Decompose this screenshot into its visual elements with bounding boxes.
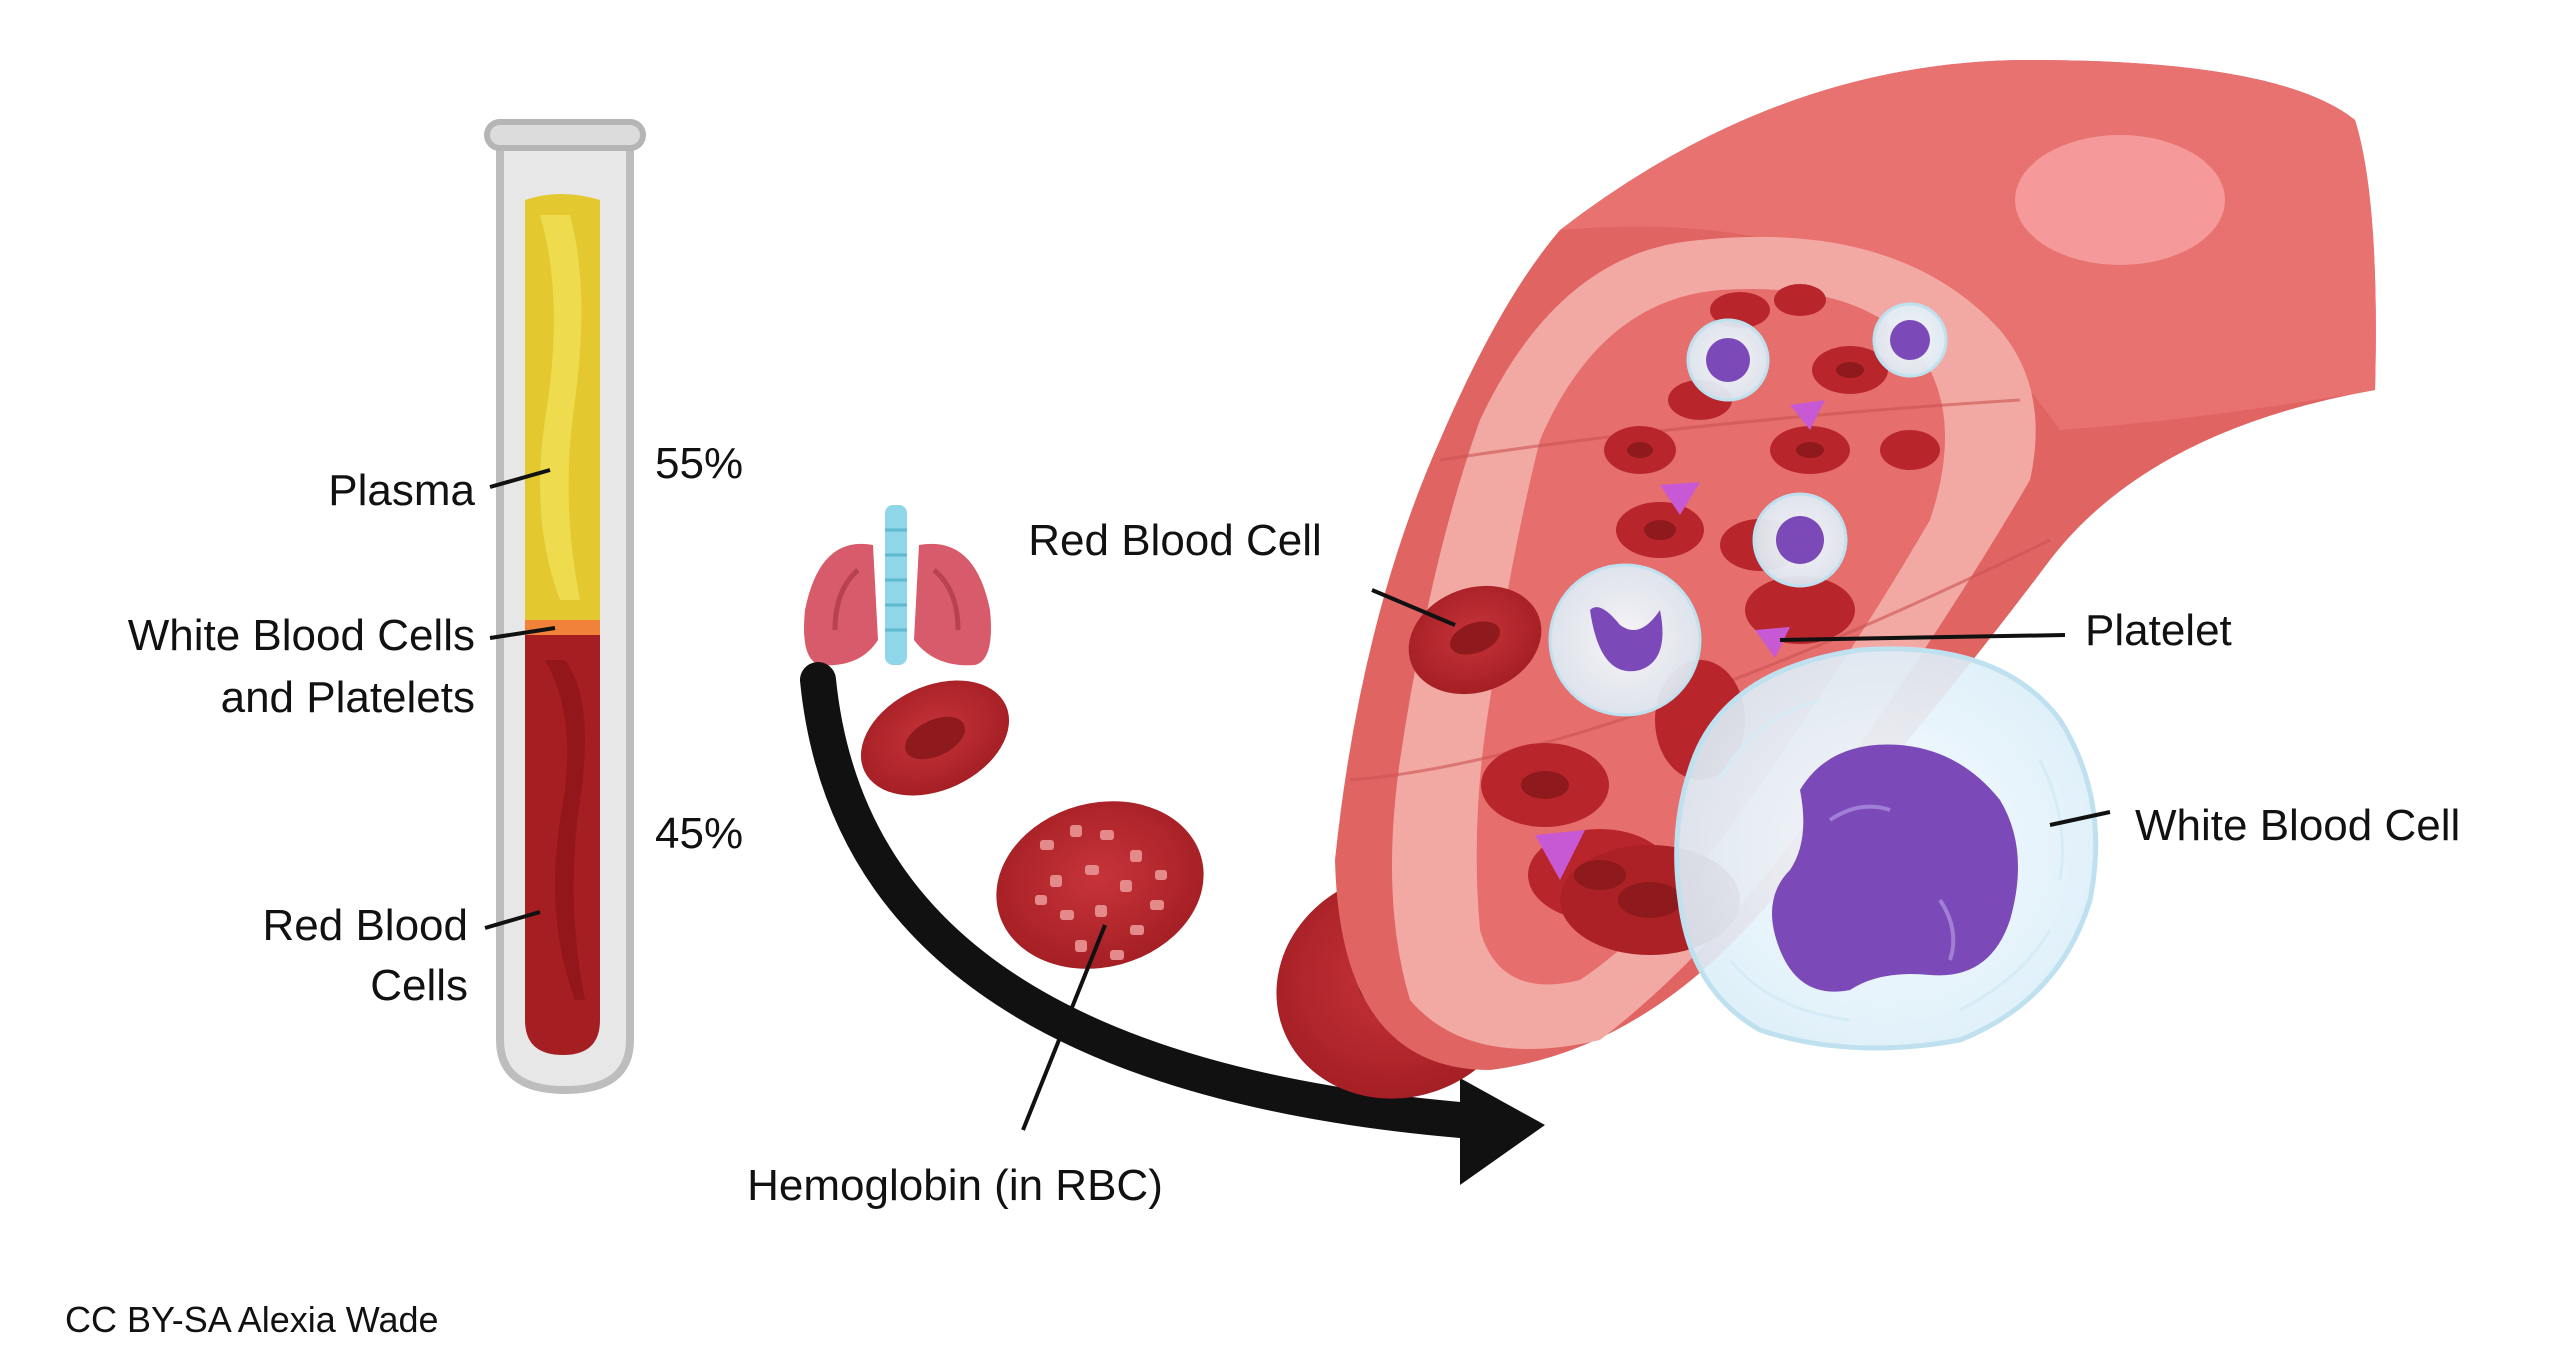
credit-text: CC BY-SA Alexia Wade — [65, 1299, 439, 1340]
hemoglobin-label: Hemoglobin (in RBC) — [747, 1161, 1163, 1210]
wbc-platelets-label-line1: White Blood Cells — [128, 611, 475, 660]
hemoglobin-leader — [1021, 924, 1107, 1131]
rbc-percent: 45% — [655, 809, 743, 858]
white-blood-cell — [1674, 646, 2099, 1051]
wbc-leader — [2049, 810, 2111, 827]
wbc-platelets-label-line2: and Platelets — [221, 673, 475, 722]
plasma-percent: 55% — [655, 439, 743, 488]
rbc-tube-leader — [484, 910, 541, 930]
hemoglobin-cell — [996, 801, 1204, 969]
plasma-label: Plasma — [328, 466, 475, 515]
platelet-label: Platelet — [2085, 606, 2232, 655]
plasma-layer — [525, 194, 600, 620]
platelet-leader — [1779, 633, 2066, 642]
vessel-white-blood-cells — [1548, 302, 1948, 717]
platelets — [1535, 400, 1825, 880]
rbc-leader — [1371, 588, 1456, 627]
lungs-icon — [804, 505, 991, 666]
labelled-red-blood-cell — [1408, 585, 1542, 695]
arrow-icon — [800, 662, 1545, 1185]
buffy-leader — [489, 626, 556, 640]
test-tube — [484, 119, 646, 1095]
plasma-leader — [489, 468, 551, 489]
rbc-tube-label-line2: Cells — [370, 961, 468, 1010]
red-blood-cell-label: Red Blood Cell — [1028, 516, 1322, 565]
red-cells-layer — [525, 635, 600, 1055]
white-blood-cell-label: White Blood Cell — [2135, 801, 2460, 850]
rbc-tube-label-line1: Red Blood — [263, 901, 468, 950]
free-red-blood-cell-1 — [860, 680, 1010, 796]
